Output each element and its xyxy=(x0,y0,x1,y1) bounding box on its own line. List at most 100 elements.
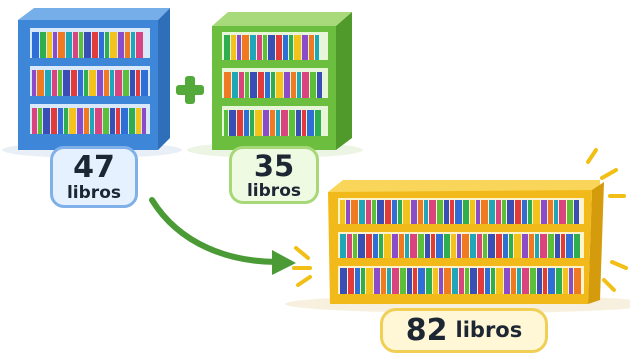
book-spine xyxy=(462,234,469,258)
book-spine xyxy=(105,32,109,58)
book-spine xyxy=(296,110,301,136)
book-spine xyxy=(250,72,257,98)
book-spine xyxy=(366,268,373,294)
book-spine xyxy=(289,110,295,136)
book-spine xyxy=(121,108,128,134)
book-spine xyxy=(426,268,432,294)
book-spine xyxy=(425,234,430,258)
book-spine xyxy=(43,108,50,134)
book-spine xyxy=(263,35,267,60)
book-spine xyxy=(110,32,117,58)
book-spine xyxy=(561,234,565,258)
book-spine xyxy=(470,268,477,294)
book-spine xyxy=(504,268,510,294)
book-spine xyxy=(535,234,539,258)
book-spine xyxy=(131,32,135,58)
book-spine xyxy=(271,72,275,98)
book-spine xyxy=(403,200,410,224)
book-spine xyxy=(340,200,345,224)
book-spine xyxy=(141,70,148,96)
book-spine xyxy=(478,268,484,294)
book-spine xyxy=(399,234,404,258)
plus-icon xyxy=(176,76,204,104)
book-spine xyxy=(302,72,309,98)
book-spine xyxy=(537,268,542,294)
book-spine xyxy=(392,268,399,294)
book-spine xyxy=(444,268,451,294)
book-spine xyxy=(483,234,487,258)
book-spine xyxy=(291,72,296,98)
book-spine xyxy=(71,70,77,96)
book-spine xyxy=(32,32,39,58)
book-spine xyxy=(522,200,527,224)
book-spine xyxy=(64,108,68,134)
book-spine xyxy=(51,108,57,134)
book-spine xyxy=(302,35,308,60)
book-spine xyxy=(123,70,129,96)
book-spine xyxy=(348,268,354,294)
book-spine xyxy=(514,234,521,258)
book-spine xyxy=(78,70,83,96)
book-spine xyxy=(224,110,228,136)
book-spine xyxy=(457,234,461,258)
book-spine xyxy=(496,268,503,294)
book-spine xyxy=(310,72,316,98)
book-spine xyxy=(250,35,256,60)
book-spine xyxy=(258,72,264,98)
book-spine xyxy=(533,200,540,224)
book-spine xyxy=(377,200,384,224)
book-spine xyxy=(387,268,391,294)
book-spine xyxy=(517,268,521,294)
book-spine xyxy=(283,35,288,60)
book-spine xyxy=(574,234,580,258)
book-spine xyxy=(413,268,417,294)
book-spine xyxy=(355,268,360,294)
book-spine xyxy=(276,72,283,98)
book-spine xyxy=(125,32,130,58)
book-spine xyxy=(566,234,573,258)
book-spine xyxy=(515,200,521,224)
book-spine xyxy=(529,234,534,258)
book-spine xyxy=(548,200,553,224)
book-spine xyxy=(340,234,346,258)
book-spine xyxy=(58,32,65,58)
book-spine xyxy=(548,268,555,294)
book-spine xyxy=(110,70,114,96)
book-spine xyxy=(574,200,579,224)
total-unit: libros xyxy=(455,318,523,342)
book-spine xyxy=(444,200,449,224)
book-spine xyxy=(136,32,143,58)
book-spine xyxy=(250,110,254,136)
book-spine xyxy=(232,72,238,98)
book-spine xyxy=(130,70,135,96)
book-spine xyxy=(496,234,502,258)
book-spine xyxy=(554,200,558,224)
book-spine xyxy=(398,200,402,224)
book-spine xyxy=(309,35,314,60)
book-spine xyxy=(418,200,423,224)
book-spine xyxy=(470,234,476,258)
book-spine xyxy=(297,72,301,98)
book-spine xyxy=(503,234,508,258)
book-spine xyxy=(522,268,529,294)
book-spine xyxy=(40,32,46,58)
book-spine xyxy=(470,200,475,224)
book-spine xyxy=(543,268,547,294)
book-spine xyxy=(436,234,443,258)
book-spine xyxy=(481,200,488,224)
blue-bookshelf xyxy=(18,8,170,150)
book-spine xyxy=(359,200,365,224)
book-spine xyxy=(276,35,282,60)
book-spine xyxy=(455,200,462,224)
book-spine xyxy=(237,110,243,136)
book-spine xyxy=(302,110,306,136)
book-spine xyxy=(392,234,398,258)
book-spine xyxy=(569,268,573,294)
book-spine xyxy=(511,268,516,294)
book-spine xyxy=(463,200,469,224)
book-spine xyxy=(38,108,42,134)
book-spine xyxy=(424,200,428,224)
book-spine xyxy=(63,70,70,96)
book-spine xyxy=(452,268,458,294)
